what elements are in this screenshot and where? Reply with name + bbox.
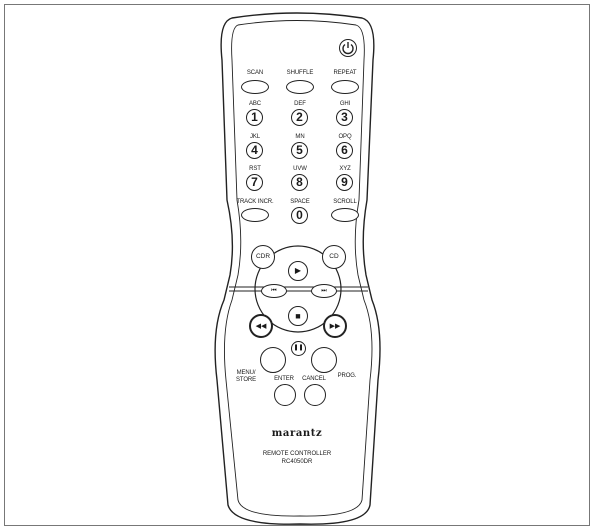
menu-store-label-1: MENU/ [236,370,256,376]
key-0-button[interactable]: 0 [291,207,308,224]
fast-forward-button[interactable]: ▶▶ [323,314,347,338]
prog-button[interactable] [311,347,337,373]
remote-caption: REMOTE CONTROLLER [262,451,332,457]
key-9-letters: XYZ [339,166,351,172]
play-button[interactable]: ▶ [288,261,308,281]
key-7-button[interactable]: 7 [246,174,263,191]
key-4-letters: JKL [249,134,261,140]
key-2-letters: DEF [294,101,306,107]
track-incr-button[interactable] [241,208,269,222]
key-4-button[interactable]: 4 [246,142,263,159]
key-2-button[interactable]: 2 [291,109,308,126]
key-7-letters: RST [249,166,261,172]
brand-logo: marantz [271,428,323,439]
repeat-label: REPEAT [333,70,357,76]
key-0-letters: SPACE [290,199,310,205]
key-8-button[interactable]: 8 [291,174,308,191]
scan-label: SCAN [246,70,264,76]
scroll-button[interactable] [331,208,359,222]
power-button[interactable] [339,39,357,57]
track-incr-label: TRACK INCR. [236,199,274,205]
cancel-label: CANCEL [302,376,326,382]
prog-label: PROG. [337,373,357,379]
stop-button[interactable]: ■ [288,306,308,326]
cd-button[interactable]: CD [322,245,346,269]
key-9-button[interactable]: 9 [336,174,353,191]
enter-button[interactable] [274,384,296,406]
menu-store-button[interactable] [260,347,286,373]
enter-label: ENTER [274,376,294,382]
key-3-letters: GHI [339,101,351,107]
key-6-letters: OPQ [338,134,352,140]
key-3-button[interactable]: 3 [336,109,353,126]
repeat-button[interactable] [331,80,359,94]
key-5-letters: MN [295,134,305,140]
key-6-button[interactable]: 6 [336,142,353,159]
next-track-button[interactable]: ⏭ [311,284,337,298]
power-icon [342,42,354,55]
rewind-button[interactable]: ◀◀ [249,314,273,338]
scan-button[interactable] [241,80,269,94]
figure-frame [4,4,590,526]
key-5-button[interactable]: 5 [291,142,308,159]
scroll-label: SCROLL [333,199,357,205]
model-number: RC4050DR [281,459,313,465]
cancel-button[interactable] [304,384,326,406]
key-8-letters: UVW [293,166,307,172]
cdr-button[interactable]: CDR [251,245,275,269]
shuffle-label: SHUFFLE [286,70,314,76]
prev-track-button[interactable]: ⏮ [261,284,287,298]
key-1-button[interactable]: 1 [246,109,263,126]
pause-button[interactable]: ❚❚ [291,341,306,356]
menu-store-label-2: STORE [235,377,257,383]
shuffle-button[interactable] [286,80,314,94]
key-1-letters: ABC [248,101,262,107]
